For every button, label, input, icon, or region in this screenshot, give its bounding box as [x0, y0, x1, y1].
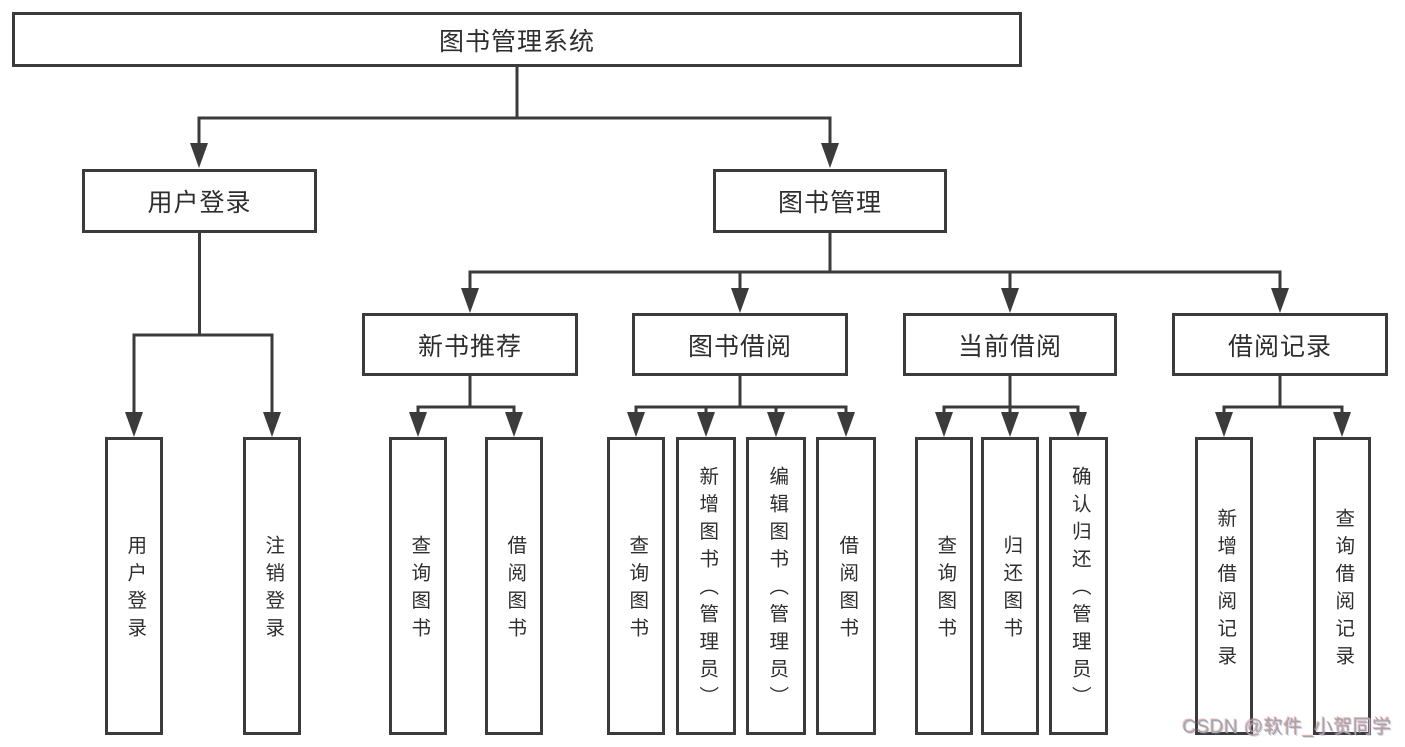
leaf-add-book-admin: 新增图书（管理员） — [676, 437, 736, 735]
leaf-edit-book-admin-label: 编辑图书（管理员） — [765, 466, 788, 714]
node-current-borrow-label: 当前借阅 — [957, 332, 1062, 361]
node-book-borrow-label: 图书借阅 — [687, 332, 792, 361]
csdn-watermark: CSDN @软件_小贺同学 — [1182, 717, 1392, 738]
leaf-edit-book-admin: 编辑图书（管理员） — [746, 437, 806, 735]
leaf-query-book-borrow-label: 查询图书 — [625, 535, 648, 645]
arrowheads — [125, 143, 1351, 437]
node-book-management-label: 图书管理 — [777, 189, 882, 217]
node-book-management: 图书管理 — [713, 169, 947, 233]
leaf-confirm-return-admin-label: 确认归还（管理员） — [1068, 466, 1091, 714]
node-root-system-label: 图书管理系统 — [438, 27, 595, 56]
leaf-borrow-book-recommend-label: 借阅图书 — [503, 535, 526, 645]
leaf-add-borrow-record: 新增借阅记录 — [1195, 437, 1253, 735]
leaf-user-login: 用户登录 — [105, 437, 163, 735]
leaf-logout-login: 注销登录 — [243, 437, 301, 735]
leaf-query-book-recommend: 查询图书 — [389, 437, 447, 735]
leaf-query-book-current-label: 查询图书 — [933, 535, 956, 645]
leaf-return-book-label: 归还图书 — [999, 535, 1022, 645]
node-new-book-recommend-label: 新书推荐 — [417, 332, 522, 361]
leaf-query-borrow-record: 查询借阅记录 — [1313, 437, 1371, 735]
node-user-login: 用户登录 — [82, 169, 317, 233]
node-borrow-records-label: 借阅记录 — [1227, 332, 1332, 361]
leaf-borrow-book-label: 借阅图书 — [835, 535, 858, 645]
node-root-system: 图书管理系统 — [12, 12, 1022, 67]
node-book-borrow: 图书借阅 — [632, 313, 848, 376]
leaf-query-book-recommend-label: 查询图书 — [407, 535, 430, 645]
leaf-borrow-book: 借阅图书 — [816, 437, 876, 735]
leaf-add-borrow-record-label: 新增借阅记录 — [1213, 507, 1236, 673]
leaf-confirm-return-admin: 确认归还（管理员） — [1049, 437, 1108, 735]
node-borrow-records: 借阅记录 — [1172, 313, 1388, 376]
leaf-query-book-borrow: 查询图书 — [607, 437, 665, 735]
leaf-borrow-book-recommend: 借阅图书 — [485, 437, 543, 735]
node-user-login-label: 用户登录 — [147, 189, 252, 217]
leaf-return-book: 归还图书 — [981, 437, 1039, 735]
leaf-query-borrow-record-label: 查询借阅记录 — [1331, 507, 1354, 673]
leaf-add-book-admin-label: 新增图书（管理员） — [695, 466, 718, 714]
leaf-logout-login-label: 注销登录 — [261, 535, 284, 645]
node-current-borrow: 当前借阅 — [903, 313, 1117, 376]
leaf-query-book-current: 查询图书 — [915, 437, 973, 735]
connector-paths — [132, 67, 1344, 412]
leaf-user-login-label: 用户登录 — [123, 535, 146, 645]
node-new-book-recommend: 新书推荐 — [362, 313, 578, 376]
